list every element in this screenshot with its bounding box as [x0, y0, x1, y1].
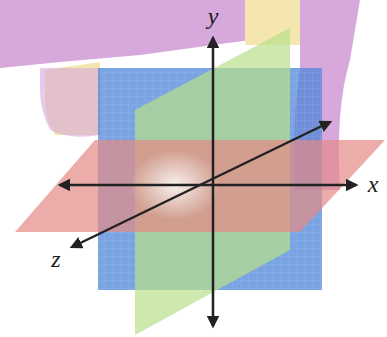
- axis-label: z: [51, 247, 60, 271]
- x-axis: [60, 184, 356, 187]
- z-axis: [72, 122, 330, 247]
- axis-label: x: [368, 172, 379, 196]
- axis-label: y: [208, 4, 219, 28]
- background-blob: [40, 68, 100, 137]
- y-axis: [212, 38, 215, 326]
